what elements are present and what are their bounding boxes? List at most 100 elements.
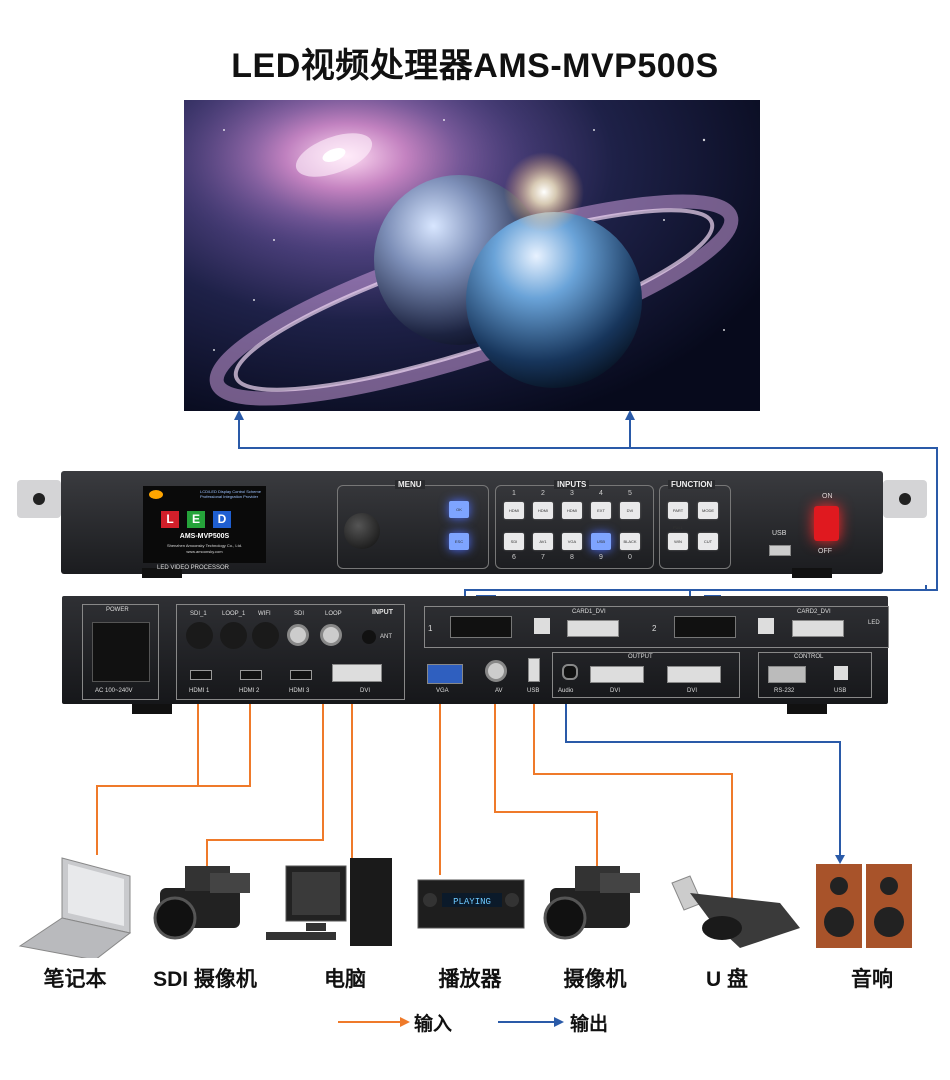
input-num-6: 6 (512, 554, 516, 561)
front-usb-label: USB (772, 530, 787, 537)
menu-knob[interactable] (344, 513, 380, 549)
power-on-label: ON (822, 493, 833, 500)
speaker-icon (816, 864, 912, 948)
logo-letter-l: L (161, 511, 179, 528)
wifi-port[interactable] (252, 622, 279, 649)
input-num-1: 1 (512, 490, 516, 497)
led-side-label: LED (868, 620, 880, 626)
av-label: AV (495, 688, 503, 694)
av-port[interactable] (485, 660, 507, 682)
usb-input-label: USB (527, 688, 540, 694)
loop1-port[interactable] (220, 622, 247, 649)
lcd-company: Shenzhen Amoonsky Technology Co., Ltd. (166, 543, 243, 548)
card-block (424, 606, 889, 648)
rs232-port[interactable] (768, 666, 806, 683)
card1-dvi-port[interactable] (567, 620, 619, 637)
sdi-bnc-port[interactable] (287, 624, 309, 646)
front-usb-port[interactable] (769, 545, 791, 556)
input-button-hdmi1[interactable]: HDMI (504, 502, 524, 519)
power-label: POWER (106, 607, 129, 613)
moon-logo-icon (149, 490, 163, 499)
sdi-label: SDI (294, 611, 305, 617)
card1-usb-port[interactable] (534, 618, 550, 634)
input-line-usb-drive (533, 678, 733, 900)
output-dvi-port-1[interactable] (590, 666, 644, 683)
control-usb-label: USB (834, 688, 847, 694)
input-button-hdmi2[interactable]: HDMI (533, 502, 553, 519)
hdmi1-port[interactable] (190, 670, 212, 680)
processor-front-panel: LCD/LED Display Control Scheme Professio… (17, 468, 927, 578)
hdmi3-port[interactable] (290, 670, 312, 680)
hdmi2-port[interactable] (240, 670, 262, 680)
input-num-3: 3 (570, 490, 574, 497)
input-num-2: 2 (541, 490, 545, 497)
input-button-ext[interactable]: EXT (591, 502, 611, 519)
power-switch[interactable] (814, 506, 839, 541)
vga-port[interactable] (427, 664, 463, 684)
input-button-sdi[interactable]: SDI (504, 533, 524, 550)
legend-input-label: 输入 (414, 1014, 453, 1035)
input-num-8: 8 (570, 554, 574, 561)
card1-label: CARD1_DVI (572, 609, 606, 615)
logo-letter-e: E (187, 511, 205, 528)
logo-letter-d: D (213, 511, 231, 528)
legend-output-label: 输出 (570, 1014, 609, 1035)
arrowheads (234, 410, 845, 864)
input-button-dvi[interactable]: DVI (620, 502, 640, 519)
device-label-player: 播放器 (438, 968, 502, 991)
loop1-label: LOOP_1 (222, 611, 246, 617)
loop-bnc-port[interactable] (320, 624, 342, 646)
input-button-usb[interactable]: USB (591, 533, 611, 550)
input-button-av1[interactable]: AV1 (533, 533, 553, 550)
card2-dvi-port[interactable] (792, 620, 844, 637)
input-button-black[interactable]: BLACK (620, 533, 640, 550)
menu-label: MENU (395, 480, 425, 489)
input-line-laptop (96, 686, 199, 855)
antenna-port[interactable] (362, 630, 376, 644)
lcd-display: LCD/LED Display Control Scheme Professio… (143, 486, 266, 563)
source-device-icons: PLAYING (18, 857, 912, 958)
player-display-text: PLAYING (453, 897, 491, 907)
input-num-4: 4 (599, 490, 603, 497)
usb-input-port[interactable] (528, 658, 540, 682)
card2-usb-port[interactable] (758, 618, 774, 634)
laptop-icon (18, 857, 132, 958)
card2-num: 2 (652, 624, 657, 633)
esc-button[interactable]: ESC (449, 533, 469, 550)
lcd-slogan-2: Professional Integration Provider (200, 494, 259, 499)
sdi1-port[interactable] (186, 622, 213, 649)
output-line-speaker (565, 676, 841, 858)
input-button-hdmi3[interactable]: HDMI (562, 502, 582, 519)
output-dvi-1-label: DVI (610, 688, 621, 694)
input-num-0: 0 (628, 554, 632, 561)
media-player-icon: PLAYING (417, 879, 525, 929)
card1-num: 1 (428, 624, 433, 633)
rack-ear-right (883, 480, 927, 518)
device-label-sdi-camera: SDI 摄像机 (153, 968, 257, 991)
control-usb-port[interactable] (834, 666, 848, 680)
card2-label: CARD2_DVI (797, 609, 831, 615)
card2-ethernet-ports[interactable] (674, 616, 736, 638)
output-dvi-port-2[interactable] (667, 666, 721, 683)
dvi-input-port[interactable] (332, 664, 382, 682)
function-button-cut[interactable]: CUT (698, 533, 718, 550)
function-button-win[interactable]: WIN (668, 533, 688, 550)
function-button-mode[interactable]: MODE (698, 502, 718, 519)
ok-button[interactable]: OK (449, 501, 469, 518)
space-scene-illustration (184, 100, 760, 411)
lcd-model: AMS-MVP500S (179, 533, 230, 540)
function-button-part-full[interactable]: PART FULL (668, 502, 688, 530)
loop-label: LOOP (325, 611, 342, 617)
input-button-vga[interactable]: VGA (562, 533, 582, 550)
device-label-speaker: 音响 (851, 968, 893, 991)
usb-drive-icon (671, 875, 800, 948)
lcd-website: www.amoonsky.com (186, 549, 223, 554)
ac-power-socket[interactable] (92, 622, 150, 682)
card1-ethernet-ports[interactable] (450, 616, 512, 638)
control-block (758, 652, 872, 698)
input-block (176, 604, 405, 700)
output-dvi-2-label: DVI (687, 688, 698, 694)
audio-port[interactable] (562, 664, 578, 680)
output-block (552, 652, 740, 698)
function-section (659, 485, 731, 569)
